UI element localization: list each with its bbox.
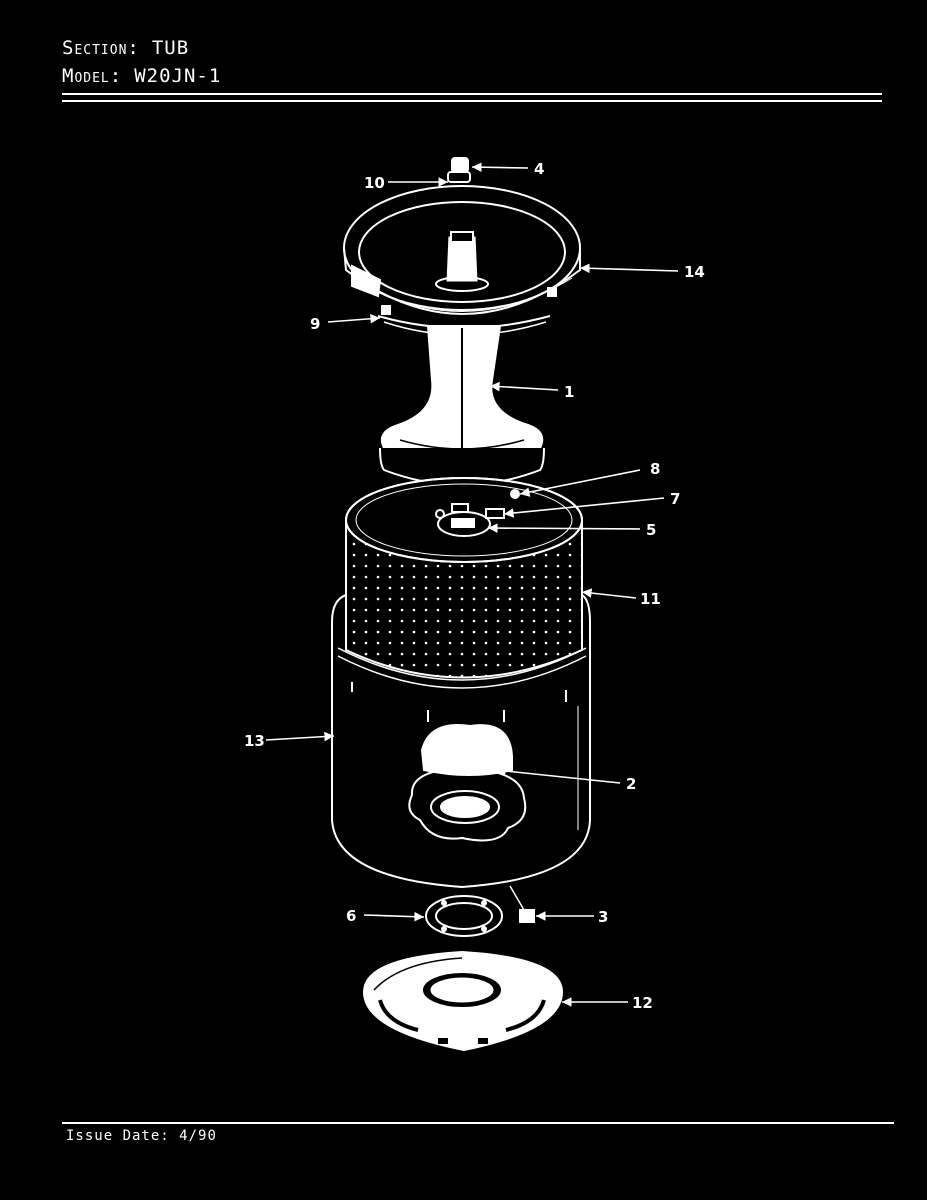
- header-rule-top: [62, 93, 882, 95]
- callout-3: 3: [598, 908, 608, 926]
- callout-12: 12: [632, 994, 653, 1012]
- footer: Issue Date: 4/90: [66, 1128, 217, 1144]
- issue-date-label: Issue Date:: [66, 1128, 170, 1144]
- part-agitator-shaft: [435, 231, 489, 292]
- callout-9: 9: [310, 315, 320, 333]
- callout-4: 4: [534, 160, 544, 178]
- model-value: W20JN-1: [134, 65, 222, 87]
- part-perforated-basket: [345, 477, 583, 679]
- leader-lines: [265, 162, 679, 1007]
- issue-date-value: 4/90: [179, 1128, 217, 1144]
- header-rule-bottom: [62, 100, 882, 102]
- callout-6: 6: [346, 907, 356, 925]
- callout-1: 1: [564, 383, 574, 401]
- model-label: Model:: [62, 65, 123, 87]
- callout-8: 8: [650, 460, 660, 478]
- part-tub-ring: [343, 185, 581, 315]
- part-cap-nut: [447, 157, 471, 183]
- part-tub-base: [362, 950, 564, 1052]
- callout-2: 2: [626, 775, 636, 793]
- section-line: Section: TUB: [62, 34, 221, 62]
- footer-rule: [62, 1122, 894, 1124]
- parts-drawing: [331, 157, 591, 1052]
- callout-13: 13: [244, 732, 265, 750]
- part-outer-tub: [331, 594, 591, 889]
- model-line: Model: W20JN-1: [62, 62, 221, 90]
- callout-5: 5: [646, 521, 656, 539]
- header: Section: TUB Model: W20JN-1: [62, 34, 221, 90]
- section-label: Section:: [62, 37, 140, 59]
- callout-10: 10: [364, 174, 385, 192]
- part-drain-nut: [509, 885, 535, 923]
- callout-labels: 4 10 14 9 1 8 7 5 11 13 2 3 6 12: [244, 160, 705, 1012]
- callout-7: 7: [670, 490, 680, 508]
- section-value: TUB: [151, 37, 190, 59]
- part-drain-hub: [408, 724, 527, 842]
- part-gasket: [425, 895, 503, 937]
- part-agitator: [379, 325, 545, 492]
- callout-11: 11: [640, 590, 661, 608]
- callout-14: 14: [684, 263, 705, 281]
